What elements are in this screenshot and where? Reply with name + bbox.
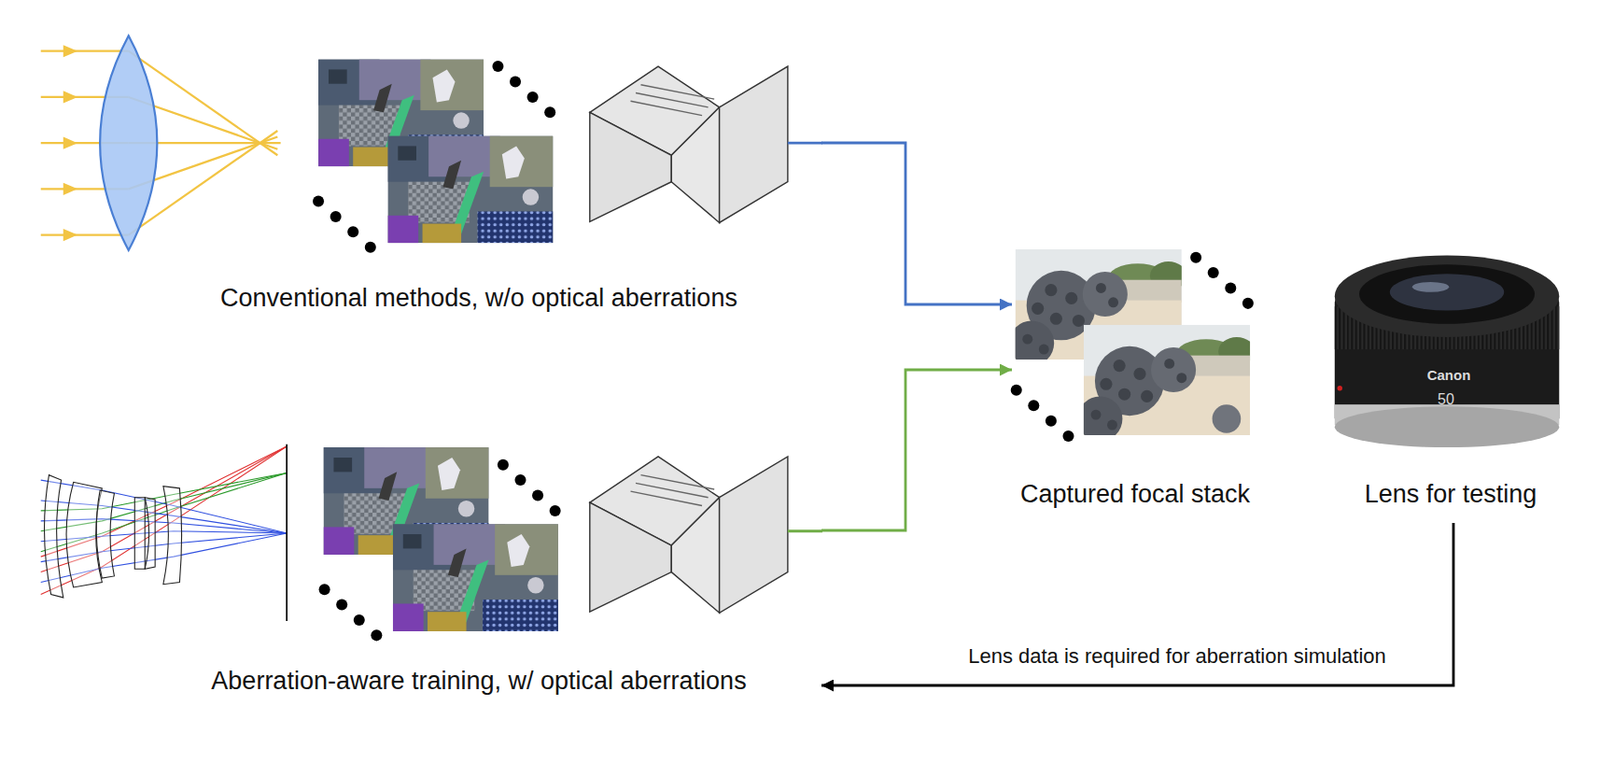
connector-stub (787, 141, 823, 145)
thin-lens-figure (63, 228, 78, 241)
camera-lens-photo (1334, 406, 1559, 448)
lens-design-figure (96, 490, 114, 578)
training-images-top (387, 135, 553, 243)
caption-text: Aberration-aware training, w/ optical ab… (210, 666, 746, 696)
thin-lens-figure (63, 44, 78, 57)
caption-text: Lens for testing (1364, 479, 1538, 509)
focal-stack-images (1077, 324, 1255, 442)
camera-lens-photo (1334, 254, 1559, 337)
thin-lens-figure (63, 90, 78, 103)
flow-arrow (821, 522, 1454, 686)
camera-lens-photo (1334, 254, 1559, 448)
flow-arrow (821, 369, 1012, 531)
lens-marking: Canon (1427, 366, 1472, 383)
network-top (589, 66, 788, 223)
caption-text: Captured focal stack (1020, 479, 1250, 509)
training-images-bottom (319, 447, 562, 641)
thin-lens-figure (41, 35, 281, 251)
training-images-bottom (497, 459, 562, 517)
lens-design-figure (134, 497, 145, 570)
thin-lens-figure (41, 233, 129, 236)
thin-lens-figure (41, 50, 129, 53)
lens-design-figure (41, 444, 287, 621)
thin-lens-figure (63, 182, 78, 196)
network-bottom (589, 456, 788, 613)
lens-design-figure (41, 446, 287, 595)
lens-design-figure (285, 444, 288, 621)
lens-marking: 50 (1437, 391, 1455, 408)
training-images-top (491, 60, 556, 118)
lens-design-figure (41, 446, 287, 595)
camera-lens-photo (1337, 385, 1343, 391)
training-images-bottom (392, 523, 559, 632)
lens-design-figure (44, 475, 183, 598)
connector-stub (787, 529, 823, 533)
lens-design-figure (144, 497, 155, 570)
focal-stack-images (1010, 384, 1075, 442)
figure-group: Conventional methods, w/o optical aberra… (37, 28, 822, 327)
figure-group: Captured focal stack (1011, 244, 1264, 520)
training-images-top (312, 195, 377, 253)
thin-lens-figure (99, 35, 157, 251)
camera-lens-photo (1359, 264, 1535, 323)
camera-lens-photo (1412, 281, 1449, 293)
focal-stack-images (1190, 252, 1254, 309)
caption-text: Conventional methods, w/o optical aberra… (220, 283, 738, 313)
figure-group: Aberration-aware training, w/ optical ab… (37, 438, 822, 710)
lens-design-figure (163, 486, 183, 585)
training-images-top (312, 58, 556, 253)
training-images-bottom (319, 583, 383, 641)
focal-stack-images (1009, 249, 1255, 442)
edge-label: Lens data is required for aberration sim… (965, 644, 1390, 668)
flow-arrow (821, 142, 1012, 305)
lens-design-figure (44, 475, 64, 598)
thin-lens-figure (63, 137, 78, 150)
camera-lens-photo (1389, 273, 1504, 310)
